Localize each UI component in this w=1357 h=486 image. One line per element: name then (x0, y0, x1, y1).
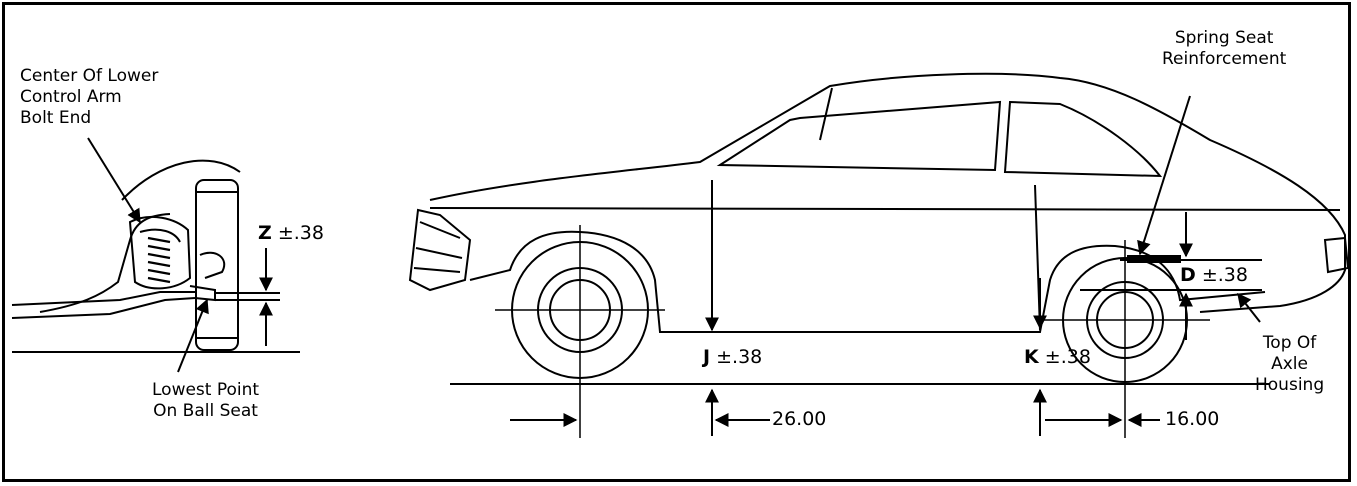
axle-housing-label: Top Of Axle Housing (1255, 333, 1325, 395)
j-tolerance: ±.38 (716, 346, 763, 368)
j-letter: J (703, 346, 711, 368)
k-tolerance: ±.38 (1044, 346, 1091, 368)
front-offset-dimension: 26.00 (772, 408, 827, 430)
lowest-point-label: Lowest Point On Ball Seat (152, 380, 260, 421)
z-letter: Z (258, 222, 272, 244)
rear-offset-dimension: 16.00 (1165, 408, 1220, 430)
lower-control-arm-label: Center Of Lower Control Arm Bolt End (20, 66, 159, 128)
d-dimension: D ±.38 (1180, 264, 1248, 286)
d-tolerance: ±.38 (1201, 264, 1248, 286)
car-side-view (408, 72, 1350, 438)
d-letter: D (1180, 264, 1196, 286)
k-letter: K (1024, 346, 1039, 368)
spring-seat-label: Spring Seat Reinforcement (1162, 28, 1287, 69)
j-dimension: J ±.38 (703, 346, 762, 368)
z-dimension: Z ±.38 (258, 222, 324, 244)
k-dimension: K ±.38 (1024, 346, 1091, 368)
front-suspension-detail (11, 137, 300, 373)
z-tolerance: ±.38 (277, 222, 324, 244)
